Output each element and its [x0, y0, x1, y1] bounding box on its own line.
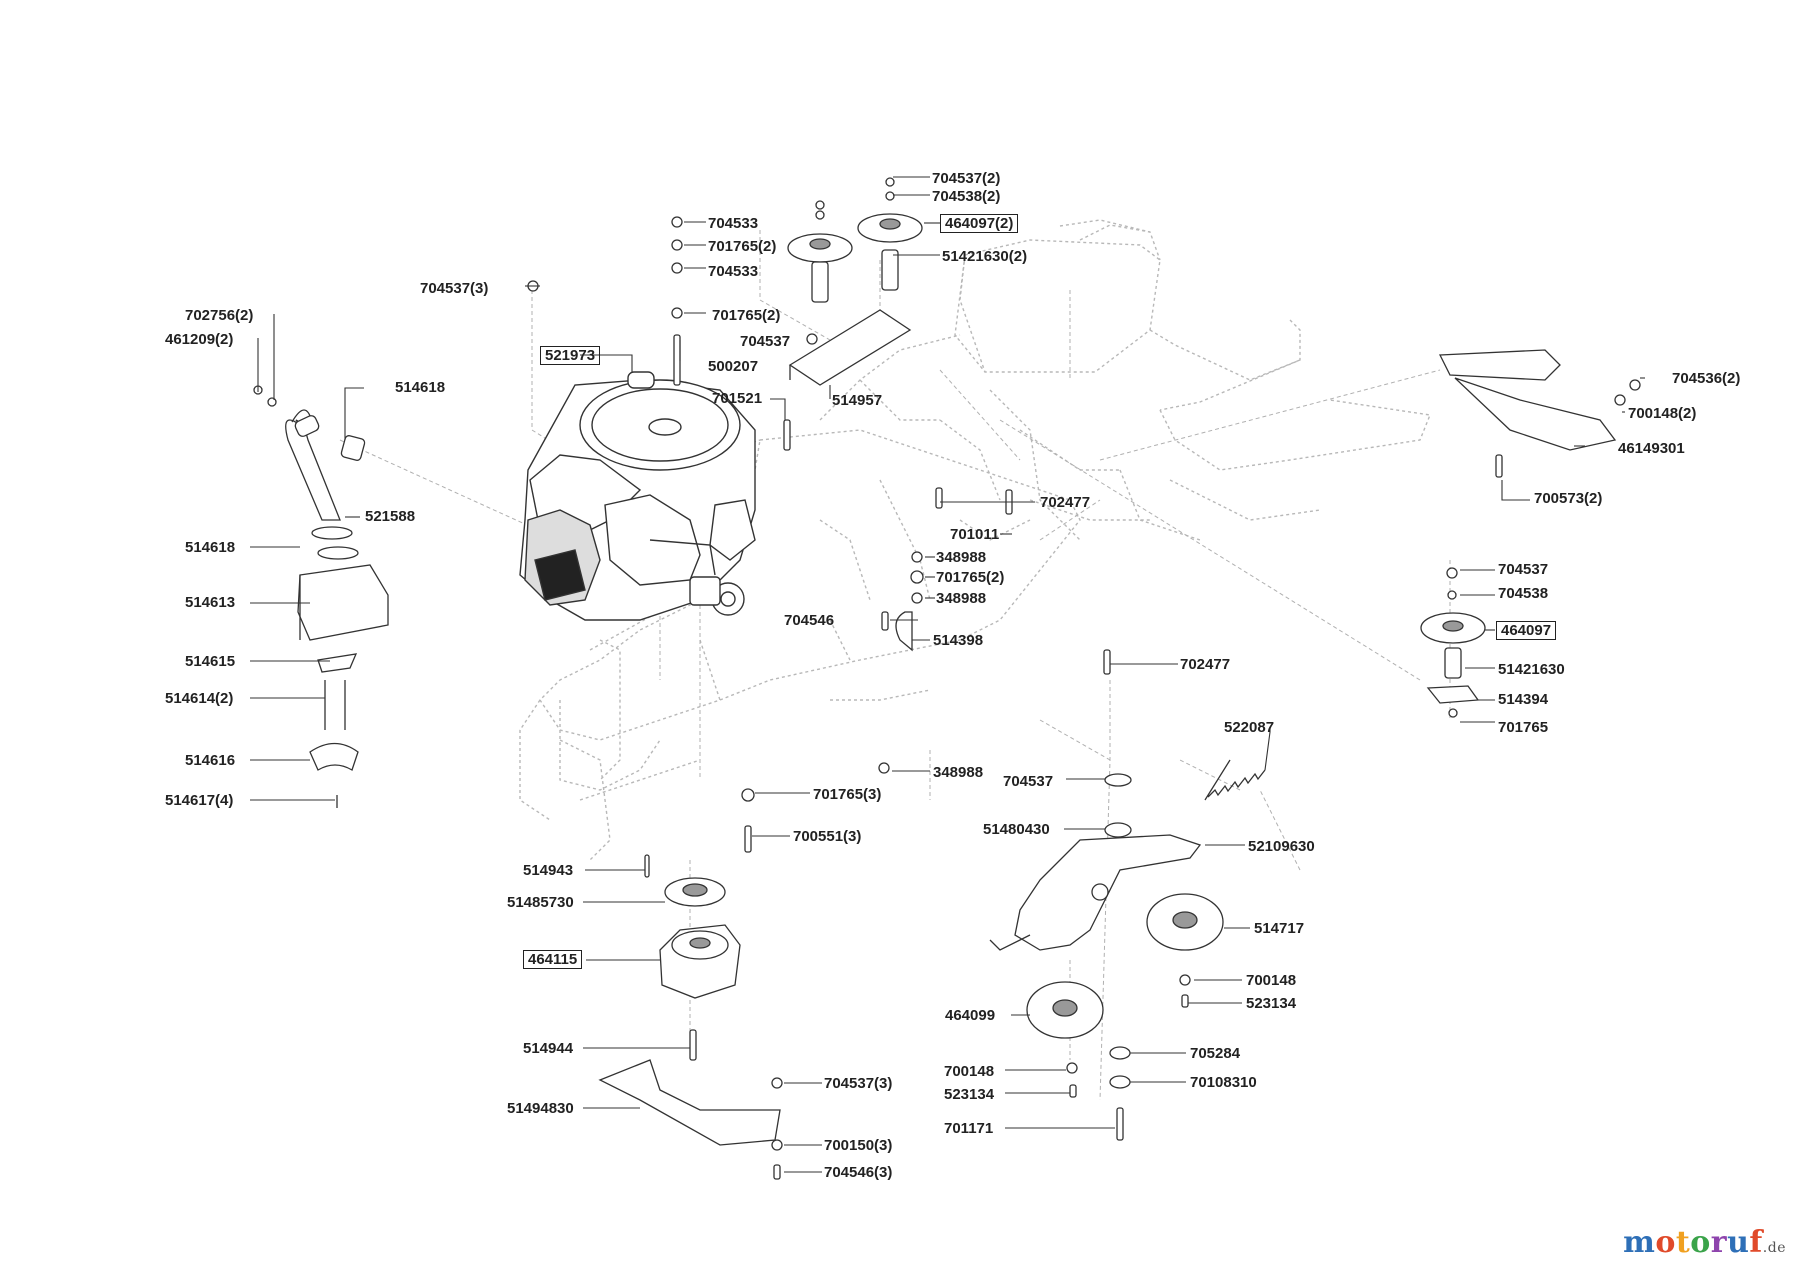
part-label-701765-3: 701765(3) — [813, 786, 882, 803]
part-label-700148-a: 700148 — [1246, 972, 1297, 989]
part-label-521973: 521973 — [540, 346, 601, 365]
part-label-701765-2-c: 701765(2) — [936, 569, 1005, 586]
part-label-704546: 704546 — [784, 612, 835, 629]
part-label-704537-mid: 704537 — [1003, 773, 1054, 790]
part-label-700573-2: 700573(2) — [1534, 490, 1603, 507]
part-label-51421630: 51421630 — [1498, 661, 1565, 678]
part-label-514616: 514616 — [185, 752, 236, 769]
tractor-frame — [519, 219, 1431, 861]
part-label-46149301: 46149301 — [1618, 440, 1685, 457]
part-label-514613: 514613 — [185, 594, 236, 611]
part-label-514717: 514717 — [1254, 920, 1305, 937]
motoruf-watermark: motoruf.de — [1623, 1225, 1786, 1260]
part-label-514943: 514943 — [523, 862, 574, 879]
part-label-464097: 464097 — [1496, 621, 1557, 640]
part-label-700551-3: 700551(3) — [793, 828, 862, 845]
part-label-514617-4: 514617(4) — [165, 792, 234, 809]
part-label-514944: 514944 — [523, 1040, 574, 1057]
part-label-704533-a: 704533 — [708, 215, 759, 232]
engine — [519, 371, 756, 621]
part-label-464099: 464099 — [945, 1007, 996, 1024]
watermark-tld: .de — [1762, 1240, 1786, 1256]
watermark-letter: o — [1690, 1225, 1711, 1260]
exhaust-assembly — [285, 409, 389, 808]
assembly-leader-lines — [339, 230, 1451, 1101]
part-label-701011: 701011 — [950, 526, 1000, 543]
part-label-51421630-2: 51421630(2) — [942, 248, 1028, 265]
part-label-700148-b: 700148 — [944, 1063, 995, 1080]
part-label-51485730: 51485730 — [507, 894, 574, 911]
part-label-464097-2: 464097(2) — [940, 214, 1019, 233]
part-label-523134-b: 523134 — [944, 1086, 995, 1103]
part-label-464115: 464115 — [523, 950, 583, 969]
part-label-702477-a: 702477 — [1040, 494, 1091, 511]
part-label-704537-single-top: 704537 — [740, 333, 791, 350]
part-label-70108310: 70108310 — [1190, 1074, 1257, 1091]
part-label-700148-2: 700148(2) — [1628, 405, 1697, 422]
part-label-704533-b: 704533 — [708, 263, 759, 280]
part-label-521588: 521588 — [365, 508, 416, 525]
part-label-522087: 522087 — [1224, 719, 1275, 736]
part-label-523134-a: 523134 — [1246, 995, 1297, 1012]
part-label-701171: 701171 — [944, 1120, 994, 1137]
part-label-702756-2: 702756(2) — [185, 307, 254, 324]
part-label-514618-b: 514618 — [185, 539, 236, 556]
part-label-704538-right: 704538 — [1498, 585, 1549, 602]
part-label-701765-2-b: 701765(2) — [712, 307, 781, 324]
part-label-514957: 514957 — [832, 392, 883, 409]
part-label-705284: 705284 — [1190, 1045, 1241, 1062]
part-label-700150-3: 700150(3) — [824, 1137, 893, 1154]
part-label-704536-2: 704536(2) — [1672, 370, 1741, 387]
part-label-702477-b: 702477 — [1180, 656, 1231, 673]
part-label-348988-c: 348988 — [933, 764, 984, 781]
watermark-letter: r — [1710, 1225, 1728, 1260]
part-label-51480430: 51480430 — [983, 821, 1050, 838]
part-label-701521: 701521 — [712, 390, 763, 407]
part-label-514618-a: 514618 — [395, 379, 446, 396]
part-label-704537-2: 704537(2) — [932, 170, 1001, 187]
watermark-brand: motoruf — [1623, 1225, 1763, 1260]
part-label-500207: 500207 — [708, 358, 759, 375]
part-label-348988-b: 348988 — [936, 590, 987, 607]
part-label-51494830: 51494830 — [507, 1100, 574, 1117]
watermark-letter: t — [1675, 1225, 1691, 1260]
part-label-514614-2: 514614(2) — [165, 690, 234, 707]
hardware-parts — [253, 177, 1641, 1180]
part-label-704546-3: 704546(3) — [824, 1164, 893, 1181]
part-label-704538-2: 704538(2) — [932, 188, 1001, 205]
part-label-701765-right: 701765 — [1498, 719, 1549, 736]
part-label-704537-3-top: 704537(3) — [420, 280, 489, 297]
watermark-letter: o — [1655, 1225, 1676, 1260]
part-label-52109630: 52109630 — [1248, 838, 1315, 855]
watermark-letter: u — [1727, 1225, 1750, 1260]
part-label-461209-2: 461209(2) — [165, 331, 234, 348]
part-label-514394: 514394 — [1498, 691, 1549, 708]
part-label-514615: 514615 — [185, 653, 236, 670]
part-label-348988-a: 348988 — [936, 549, 987, 566]
part-label-704537-3-bottom: 704537(3) — [824, 1075, 893, 1092]
part-label-514398: 514398 — [933, 632, 984, 649]
watermark-letter: m — [1623, 1225, 1656, 1260]
callout-leaders — [250, 176, 1645, 1173]
part-label-704537-right: 704537 — [1498, 561, 1549, 578]
part-label-701765-2-a: 701765(2) — [708, 238, 777, 255]
watermark-letter: f — [1749, 1225, 1763, 1260]
